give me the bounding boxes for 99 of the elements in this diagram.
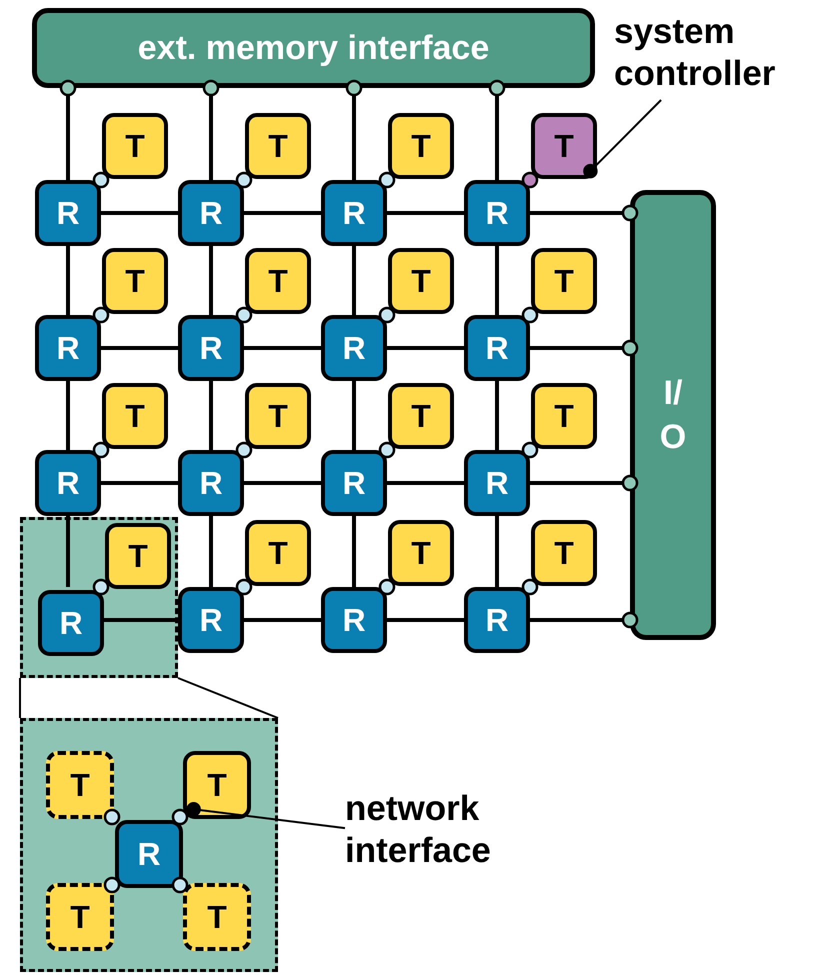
link-line xyxy=(352,246,356,315)
interface-link xyxy=(92,578,110,596)
controller-tile: T xyxy=(531,113,597,179)
interface-link xyxy=(172,808,188,826)
interface-link xyxy=(522,578,538,596)
interface-link xyxy=(236,172,252,188)
interface-link xyxy=(92,306,110,324)
interface-link xyxy=(378,306,396,324)
link-line xyxy=(244,618,321,622)
interface-link xyxy=(202,80,220,180)
interface-link xyxy=(104,808,120,826)
interface-link xyxy=(378,578,396,596)
tile-box: T xyxy=(531,383,597,449)
link-line xyxy=(495,381,499,450)
link-line xyxy=(244,481,321,485)
link-line xyxy=(244,211,321,215)
link-line xyxy=(495,516,499,587)
router-box: R xyxy=(321,180,387,246)
interface-link xyxy=(530,474,638,492)
router-box: R xyxy=(35,180,101,246)
interface-link xyxy=(236,578,252,596)
zoom-line xyxy=(19,678,21,718)
link-line xyxy=(495,246,499,315)
link-line xyxy=(387,211,464,215)
leader-line xyxy=(186,802,346,830)
link-line xyxy=(66,381,70,450)
interface-link xyxy=(236,306,252,324)
interface-link xyxy=(530,612,638,628)
leader-line xyxy=(583,99,662,178)
tile-box: T xyxy=(388,113,454,179)
tile-box: T xyxy=(102,248,168,314)
router-box: R xyxy=(35,450,101,516)
router-box: R xyxy=(178,450,244,516)
interface-link xyxy=(346,80,362,180)
tile-box: T xyxy=(183,751,251,819)
callout-label: system controller xyxy=(614,6,828,100)
interface-link xyxy=(92,442,110,458)
interface-link xyxy=(530,340,638,356)
link-line xyxy=(101,618,178,622)
memory-interface-box: ext. memory interface xyxy=(32,8,595,88)
link-line xyxy=(101,211,178,215)
interface-link xyxy=(378,172,396,188)
interface-link xyxy=(488,80,506,180)
tile-box: T xyxy=(531,248,597,314)
link-line xyxy=(387,346,464,350)
router-box: R xyxy=(464,180,530,246)
router-box: R xyxy=(115,820,183,888)
interface-link xyxy=(104,876,120,894)
zoom-region xyxy=(20,517,178,678)
interface-link xyxy=(522,172,538,188)
tile-box: T xyxy=(245,520,311,586)
router-box: R xyxy=(38,590,104,656)
tile-box: T xyxy=(388,520,454,586)
tile-box: T xyxy=(245,383,311,449)
interface-link xyxy=(172,876,188,894)
io-box: I/O xyxy=(630,190,716,640)
tile-box: T xyxy=(388,383,454,449)
link-line xyxy=(66,516,70,587)
router-box: R xyxy=(35,315,101,381)
link-line xyxy=(66,246,70,315)
interface-link xyxy=(236,442,252,458)
router-box: R xyxy=(464,315,530,381)
zoom-line xyxy=(178,677,278,719)
router-box: R xyxy=(464,450,530,516)
tile-box: T xyxy=(102,383,168,449)
interface-link xyxy=(522,306,538,324)
zoom-region xyxy=(20,718,278,972)
router-box: R xyxy=(321,450,387,516)
tile-box: T xyxy=(183,883,251,951)
router-box: R xyxy=(321,587,387,653)
link-line xyxy=(387,618,464,622)
link-line xyxy=(209,381,213,450)
callout-label: network interface xyxy=(345,782,545,878)
router-box: R xyxy=(178,180,244,246)
tile-box: T xyxy=(46,751,114,819)
tile-box: T xyxy=(245,248,311,314)
link-line xyxy=(209,516,213,587)
interface-link xyxy=(60,80,76,180)
link-line xyxy=(101,481,178,485)
link-line xyxy=(352,381,356,450)
tile-box: T xyxy=(245,113,311,179)
interface-link xyxy=(522,442,538,458)
tile-box: T xyxy=(531,520,597,586)
router-box: R xyxy=(178,587,244,653)
interface-link xyxy=(530,204,638,222)
router-box: R xyxy=(464,587,530,653)
interface-link xyxy=(92,172,110,188)
tile-box: T xyxy=(388,248,454,314)
router-box: R xyxy=(321,315,387,381)
link-line xyxy=(352,516,356,587)
tile-box: T xyxy=(102,113,168,179)
interface-link xyxy=(378,442,396,458)
link-line xyxy=(209,246,213,315)
tile-box: T xyxy=(105,523,171,589)
tile-box: T xyxy=(46,883,114,951)
link-line xyxy=(387,481,464,485)
link-line xyxy=(101,346,178,350)
link-line xyxy=(244,346,321,350)
router-box: R xyxy=(178,315,244,381)
